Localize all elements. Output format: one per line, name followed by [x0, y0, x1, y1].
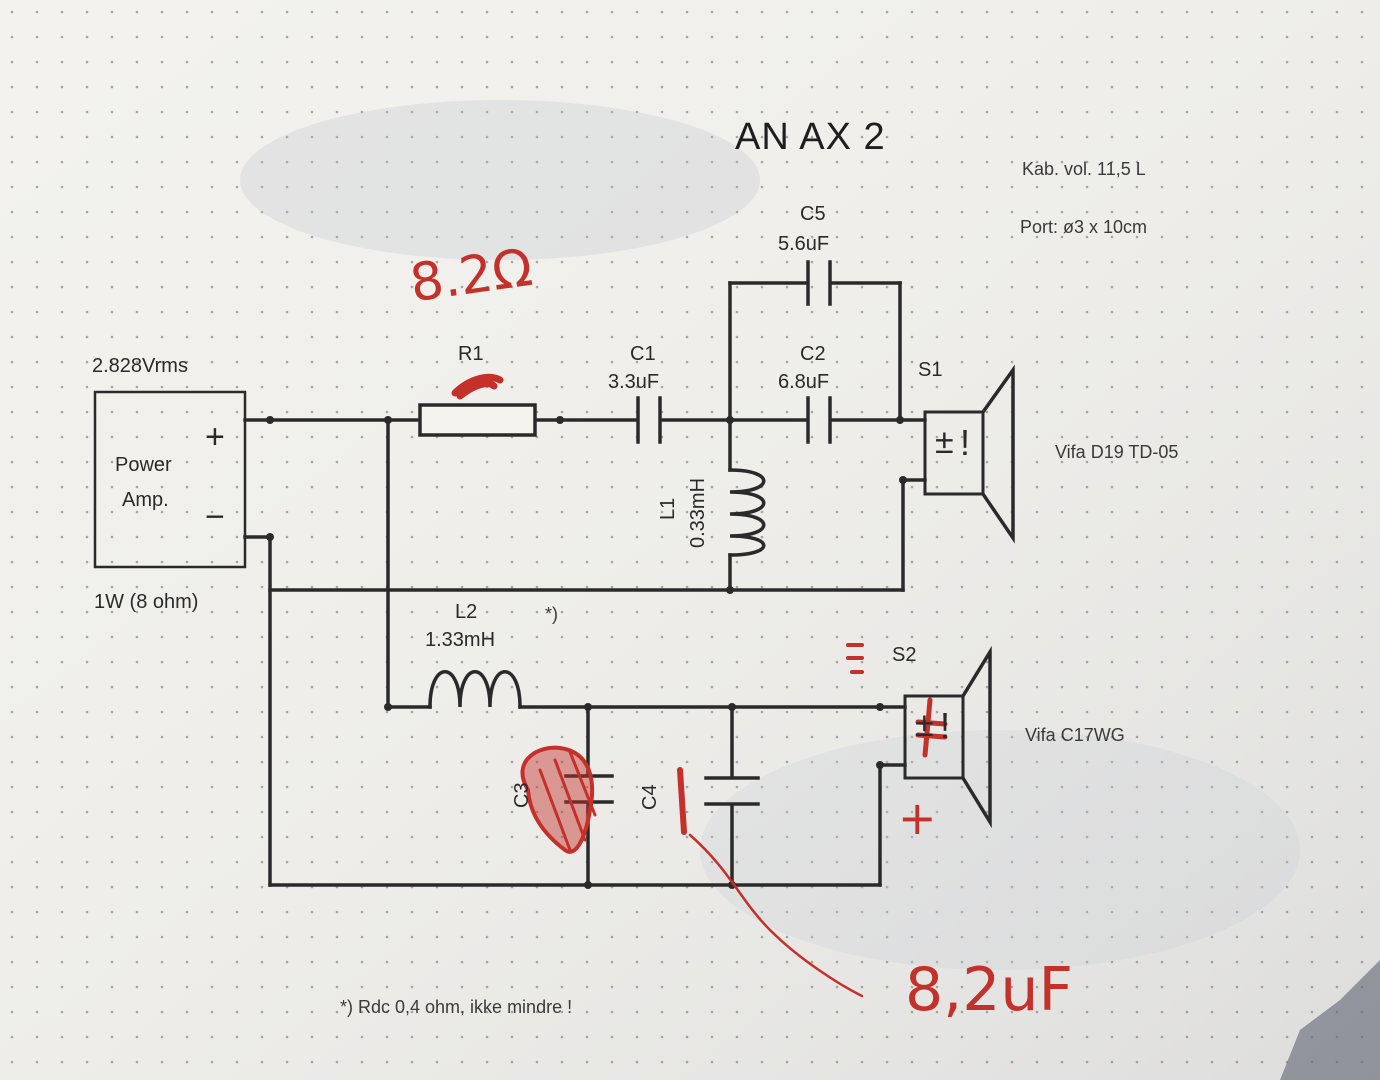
s2-model: Vifa C17WG — [1025, 725, 1125, 745]
l2-ref: L2 — [455, 601, 478, 623]
c2-ref: C2 — [800, 343, 826, 365]
power-amp-box — [93, 390, 247, 569]
amp-voltage: 2.828Vrms — [92, 355, 188, 377]
l1-value: 0.33mH — [687, 477, 709, 548]
page-title: AN AX 2 — [735, 116, 886, 158]
s2-exclamation-icon: ! — [940, 705, 951, 746]
c4-ref: C4 — [639, 784, 661, 810]
s2-speaker-body — [903, 694, 965, 780]
r1-scribble — [451, 373, 504, 400]
r1-ref: R1 — [458, 343, 484, 365]
c3-ref: C3 — [511, 782, 533, 808]
c4-arrow — [688, 833, 864, 998]
l2-value: 1.33mH — [425, 629, 496, 651]
s1-model: Vifa D19 TD-05 — [1055, 442, 1179, 462]
red-pen-marks — [451, 373, 948, 998]
s1-speaker-cone — [980, 364, 1015, 544]
s2-speaker-cone — [960, 645, 992, 829]
s1-speaker-body — [923, 410, 985, 496]
c5-value: 5.6uF — [778, 233, 830, 255]
junction-dots — [266, 416, 907, 889]
s1-polarity-icon: ± — [935, 423, 954, 461]
cabinet-port: Port: ø3 x 10cm — [1020, 217, 1148, 237]
c1-value: 3.3uF — [608, 371, 660, 393]
amp-label-line2: Amp. — [122, 489, 169, 511]
amp-minus-terminal: − — [205, 498, 225, 536]
c4-handwritten-value: 8,2uF — [905, 955, 1073, 1025]
amp-plus-terminal: + — [205, 418, 225, 456]
c5-ref: C5 — [800, 203, 826, 225]
c4-scribble — [677, 767, 687, 835]
c2-value: 6.8uF — [778, 371, 830, 393]
s2-dash-marks — [846, 643, 864, 674]
s1-exclamation-icon: ! — [960, 422, 971, 463]
l2-note-mark: *) — [545, 604, 558, 624]
footnote: *) Rdc 0,4 ohm, ikke mindre ! — [340, 997, 573, 1017]
c1-ref: C1 — [630, 343, 656, 365]
l2-coil — [428, 670, 522, 709]
r1-body — [418, 403, 537, 437]
amp-power: 1W (8 ohm) — [94, 591, 199, 613]
l1-coil — [728, 468, 766, 557]
amp-label-line1: Power — [115, 454, 172, 476]
s1-ref: S1 — [918, 359, 943, 381]
s2-ref: S2 — [892, 644, 917, 666]
l1-ref: L1 — [657, 497, 679, 520]
s2-plus-mark: + — [898, 791, 937, 845]
s2-polarity-icon: ± — [915, 706, 934, 744]
s2-strike — [915, 697, 948, 758]
cabinet-volume: Kab. vol. 11,5 L — [1022, 159, 1146, 179]
